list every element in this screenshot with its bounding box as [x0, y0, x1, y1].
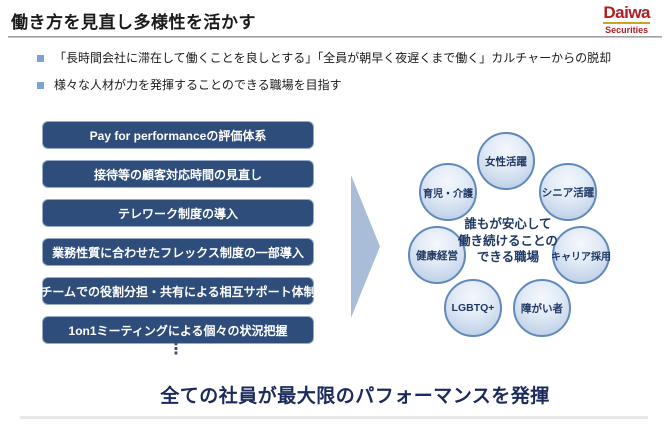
bullet-item: 様々な人材が力を発揮することのできる職場を目指す [37, 77, 660, 93]
bullet-text: 様々な人材が力を発揮することのできる職場を目指す [54, 78, 342, 93]
measure-box-client-hours: 接待等の顧客対応時間の見直し [42, 160, 314, 188]
bullet-square-icon [37, 82, 44, 90]
right-arrow-icon [351, 175, 380, 318]
bullet-text: 「長時間会社に滞在して働くことを良しとする」「全員が朝早く夜遅くまで働く」カルチ… [54, 51, 612, 65]
diagram-circle-women: 女性活躍 [477, 132, 535, 190]
bullet-item: 「長時間会社に滞在して働くことを良しとする」「全員が朝早く夜遅くまで働く」カルチ… [37, 50, 660, 66]
bullet-square-icon [37, 55, 44, 62]
diagram-circle-health: 健康経営 [408, 226, 466, 284]
logo-daiwa-text: Daiwa [603, 3, 650, 24]
diagram-circle-senior: シニア活躍 [539, 163, 597, 221]
page-title: 働き方を見直し多様性を活かす [11, 13, 256, 32]
diagram-circle-disabled: 障がい者 [513, 279, 571, 337]
diagram-center-text: 誰もが安心して 働き続けることの できる職場 [446, 216, 570, 266]
diagram-center-line3: できる職場 [476, 250, 540, 264]
bottom-divider [20, 416, 648, 419]
measure-box-1on1: 1on1ミーティングによる個々の状況把握 [42, 316, 314, 344]
logo-securities-text: Securities [605, 25, 649, 35]
measure-box-team-support: チームでの役割分担・共有による相互サポート体制 [40, 277, 316, 305]
diagram-circle-lgbtq: LGBTQ+ [444, 279, 502, 337]
bullet-list: 「長時間会社に滞在して働くことを良しとする」「全員が朝早く夜遅くまで働く」カルチ… [37, 50, 660, 104]
vertical-ellipsis: ⋮ [168, 341, 184, 358]
daiwa-securities-logo: Daiwa Securities [603, 4, 650, 35]
measures-list: Pay for performanceの評価体系 接待等の顧客対応時間の見直し … [40, 121, 316, 344]
diagram-center-line1: 誰もが安心して [464, 217, 552, 231]
diagram-circle-childcare: 育児・介護 [419, 163, 477, 221]
measure-box-flex: 業務性質に合わせたフレックス制度の一部導入 [42, 238, 314, 266]
measure-box-telework: テレワーク制度の導入 [42, 199, 314, 227]
conclusion-text: 全ての社員が最大限のパフォーマンスを発揮 [160, 386, 550, 407]
measure-box-pay-for-performance: Pay for performanceの評価体系 [42, 121, 314, 149]
title-divider [8, 36, 662, 38]
diagram-circle-career-hire: キャリア採用 [551, 226, 611, 284]
diagram-center-line2: 働き続けることの [458, 233, 558, 248]
